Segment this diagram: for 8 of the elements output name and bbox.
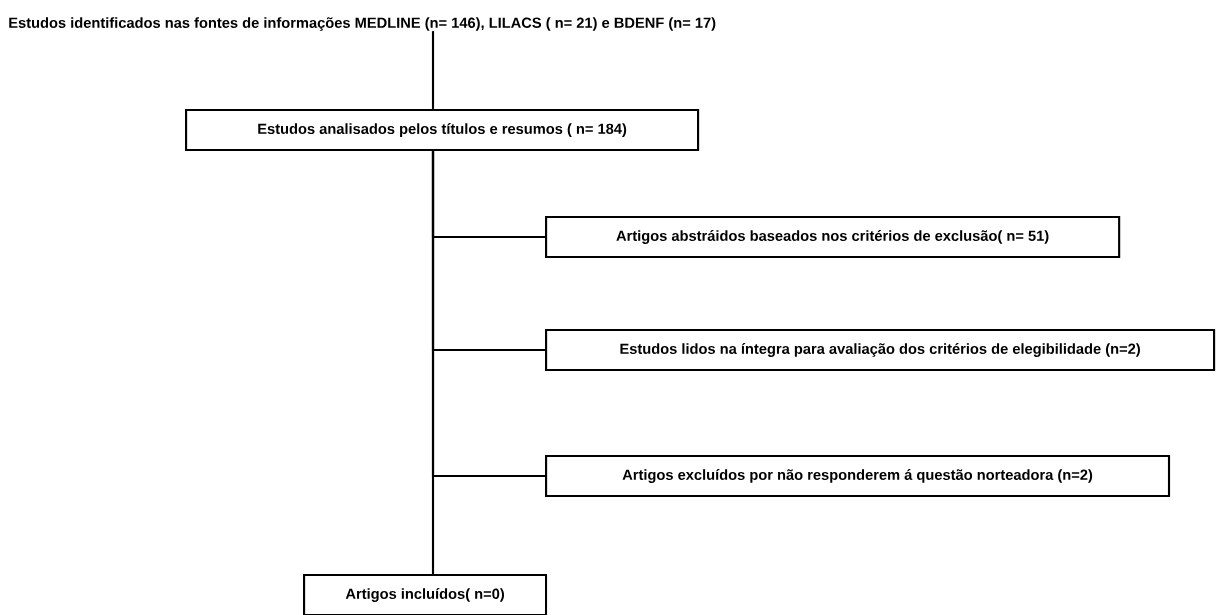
connector-line [431, 151, 435, 574]
process-box: Artigos excluídos por não responderem á questão norteadora (n=2) [545, 454, 1171, 498]
connector-line [431, 31, 435, 109]
process-box: Estudos lidos na íntegra para avaliação dos critérios de elegibilidade (n=2) [545, 328, 1216, 372]
heading-text: Estudos identificados nas fontes de informações MEDLINE (n= 146), LILACS ( n= 21) e BDENF (n= 17) [9, 17, 716, 31]
process-box: Estudos analisados pelos títulos e resumos ( n= 184) [185, 108, 700, 152]
process-box: Artigos abstráidos baseados nos critérios de exclusão( n= 51) [545, 215, 1121, 259]
process-box: Artigos incluídos( n=0) [303, 573, 548, 615]
